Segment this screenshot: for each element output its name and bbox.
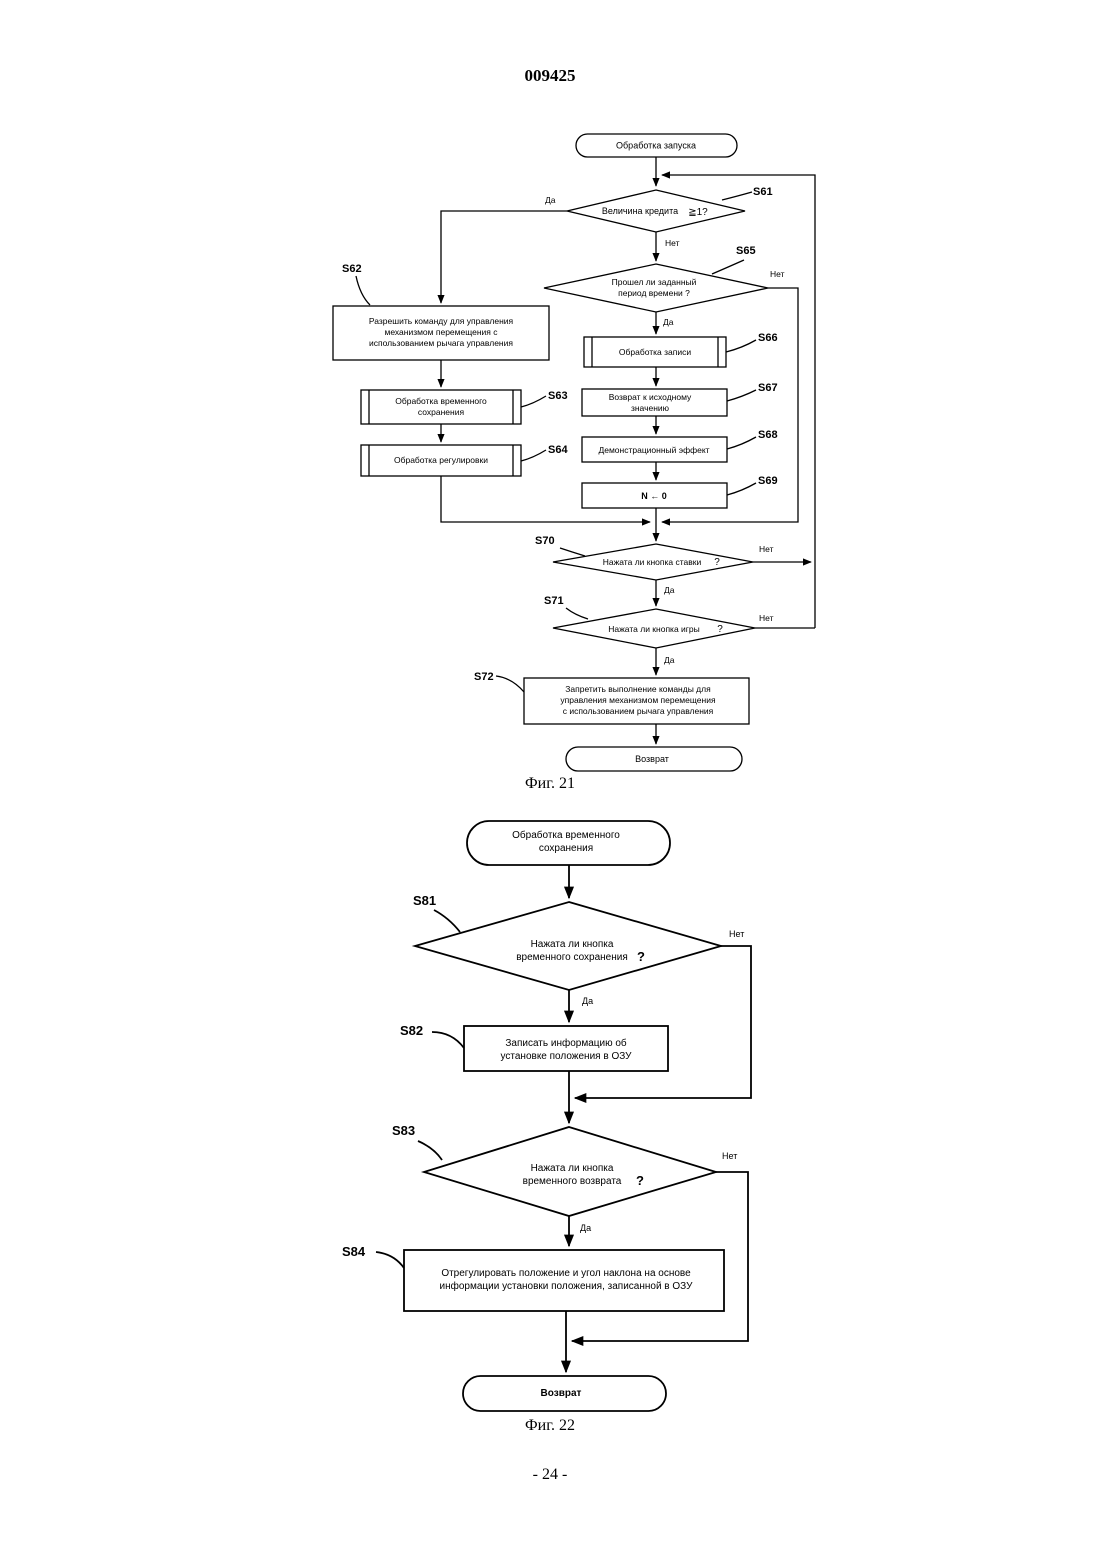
s62-line-1: Разрешить команду для управления: [369, 316, 514, 326]
fig22-s83-decision: Нажата ли кнопка временного возврата ? S…: [392, 1123, 737, 1233]
fig22-start-line-1: Обработка временного: [512, 829, 620, 841]
fig22-s81-decision: Нажата ли кнопка временного сохранения ?…: [413, 893, 744, 1006]
fig21-s61-decision: Величина кредита ≧1? S61 Да Нет: [545, 186, 773, 248]
s65-line-2: период времени ?: [618, 288, 690, 298]
s67-id: S67: [758, 382, 778, 394]
s63-line-1: Обработка временного: [395, 396, 487, 406]
fig22-s82-process: Записать информацию об установке положен…: [400, 1023, 668, 1071]
s84-id: S84: [342, 1244, 366, 1259]
fig21-s70-decision: Нажата ли кнопка ставки ? S70 Нет Да: [535, 535, 774, 595]
s62-line-3: использованием рычага управления: [369, 338, 513, 348]
s65-id: S65: [736, 245, 756, 257]
s83-line-1: Нажата ли кнопка: [531, 1163, 614, 1174]
s64-text: Обработка регулировки: [394, 455, 488, 465]
fig21-caption: Фиг. 21: [0, 775, 1100, 793]
s82-line-1: Записать информацию об: [505, 1037, 627, 1049]
s72-line-2: управления механизмом перемещения: [560, 695, 716, 705]
fig21-end-label: Возврат: [635, 754, 669, 764]
s64-id: S64: [548, 444, 568, 456]
fig21-start-terminal: Обработка запуска: [576, 134, 737, 157]
fig21-start-label: Обработка запуска: [616, 141, 696, 151]
s67-line-2: значению: [631, 403, 670, 413]
s66-id: S66: [758, 332, 778, 344]
fig21-s65-decision: Прошел ли заданный период времени ? S65 …: [544, 245, 785, 327]
s61-no: Нет: [665, 238, 680, 248]
fig21-s72-process: Запретить выполнение команды для управле…: [474, 671, 749, 724]
s72-line-1: Запретить выполнение команды для: [565, 684, 711, 694]
s61-text: Величина кредита: [602, 206, 678, 216]
fig21-s69-process: N ← 0 S69: [582, 475, 778, 508]
s71-q: ?: [717, 624, 723, 635]
fig22-flowchart: Обработка временного сохранения Нажата л…: [342, 821, 751, 1411]
s62-id: S62: [342, 263, 362, 275]
s81-line-1: Нажата ли кнопка: [531, 939, 614, 950]
s72-line-3: с использованием рычага управления: [563, 706, 714, 716]
s70-yes: Да: [664, 585, 675, 595]
fig22-end-label: Возврат: [541, 1388, 582, 1399]
s71-yes: Да: [664, 655, 675, 665]
fig21-s68-process: Демонстрационный эффект S68: [582, 429, 778, 462]
s81-id: S81: [413, 893, 436, 908]
s70-no: Нет: [759, 544, 774, 554]
s81-no: Нет: [729, 929, 744, 939]
fig22-start-terminal: Обработка временного сохранения: [467, 821, 670, 865]
s83-no: Нет: [722, 1151, 737, 1161]
s61-id: S61: [753, 186, 773, 198]
s68-id: S68: [758, 429, 778, 441]
s61-op: ≧1?: [688, 207, 708, 218]
s61-yes: Да: [545, 195, 556, 205]
s71-id: S71: [544, 595, 564, 607]
fig22-caption: Фиг. 22: [0, 1417, 1100, 1435]
fig21-flowchart: Обработка запуска Величина кредита ≧1? S…: [333, 134, 815, 771]
s81-q: ?: [637, 949, 645, 964]
s70-text: Нажата ли кнопка ставки: [603, 557, 702, 567]
s72-id: S72: [474, 671, 494, 683]
s70-id: S70: [535, 535, 555, 547]
fig21-s67-process: Возврат к исходному значению S67: [582, 382, 778, 416]
s83-yes: Да: [580, 1223, 591, 1233]
fig21-s66-subroutine: Обработка записи S66: [584, 332, 778, 367]
s81-yes: Да: [582, 996, 593, 1006]
s65-yes: Да: [663, 317, 674, 327]
s71-text: Нажата ли кнопка игры: [608, 624, 699, 634]
fig21-s63-subroutine: Обработка временного сохранения S63: [361, 390, 568, 424]
s68-text: Демонстрационный эффект: [598, 445, 709, 455]
fig22-end-terminal: Возврат: [463, 1376, 666, 1411]
fig22-start-line-2: сохранения: [539, 843, 593, 854]
s63-id: S63: [548, 390, 568, 402]
s65-no: Нет: [770, 269, 785, 279]
fig22-s84-process: Отрегулировать положение и угол наклона …: [342, 1244, 724, 1311]
fig21-s64-subroutine: Обработка регулировки S64: [361, 444, 568, 476]
s70-q: ?: [714, 557, 720, 568]
s67-line-1: Возврат к исходному: [609, 392, 692, 402]
s69-id: S69: [758, 475, 778, 487]
s84-line-1: Отрегулировать положение и угол наклона …: [441, 1268, 691, 1279]
s71-no: Нет: [759, 613, 774, 623]
s63-line-2: сохранения: [418, 407, 465, 417]
s65-line-1: Прошел ли заданный: [612, 277, 697, 287]
s69-text: N ← 0: [641, 491, 667, 501]
s82-id: S82: [400, 1023, 423, 1038]
page-footer: - 24 -: [0, 1466, 1100, 1484]
s81-line-2: временного сохранения: [516, 952, 628, 963]
s82-line-2: установке положения в ОЗУ: [501, 1051, 633, 1062]
s83-q: ?: [636, 1173, 644, 1188]
fig21-s71-decision: Нажата ли кнопка игры ? S71 Нет Да: [544, 595, 774, 665]
s62-line-2: механизмом перемещения с: [384, 327, 498, 337]
s84-line-2: информации установки положения, записанн…: [440, 1280, 694, 1292]
s83-line-2: временного возврата: [523, 1176, 622, 1187]
fig21-end-terminal: Возврат: [566, 747, 742, 771]
s83-id: S83: [392, 1123, 415, 1138]
s66-text: Обработка записи: [619, 347, 691, 357]
